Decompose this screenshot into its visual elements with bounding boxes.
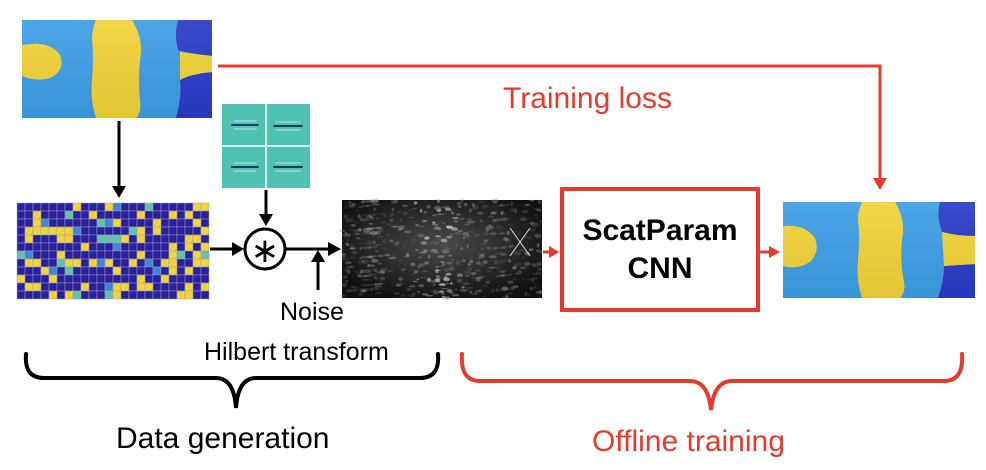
scatparam-cnn-box: ScatParam CNN xyxy=(560,187,760,312)
convolution-operator-icon: ∗ xyxy=(243,227,287,271)
svg-text:∗: ∗ xyxy=(251,231,280,271)
seismic-image xyxy=(339,198,545,300)
cnn-name-line2: CNN xyxy=(627,251,693,285)
data-generation-label: Data generation xyxy=(116,422,330,455)
cnn-name-line1: ScatParam xyxy=(582,214,738,247)
training-loss-label: Training loss xyxy=(503,82,672,115)
data-generation-arrows xyxy=(112,121,341,290)
offline-training-brace xyxy=(459,352,965,411)
noise-label: Noise xyxy=(280,298,344,326)
predicted-field-image xyxy=(783,202,975,298)
data-generation-brace xyxy=(23,352,441,409)
offline-training-label: Offline training xyxy=(592,425,785,458)
input-field-image xyxy=(22,20,212,118)
reflectivity-grid-image xyxy=(16,202,210,300)
filter-bank-image xyxy=(222,104,310,188)
training-arrows xyxy=(218,64,887,258)
hilbert-transform-label: Hilbert transform xyxy=(204,338,389,366)
